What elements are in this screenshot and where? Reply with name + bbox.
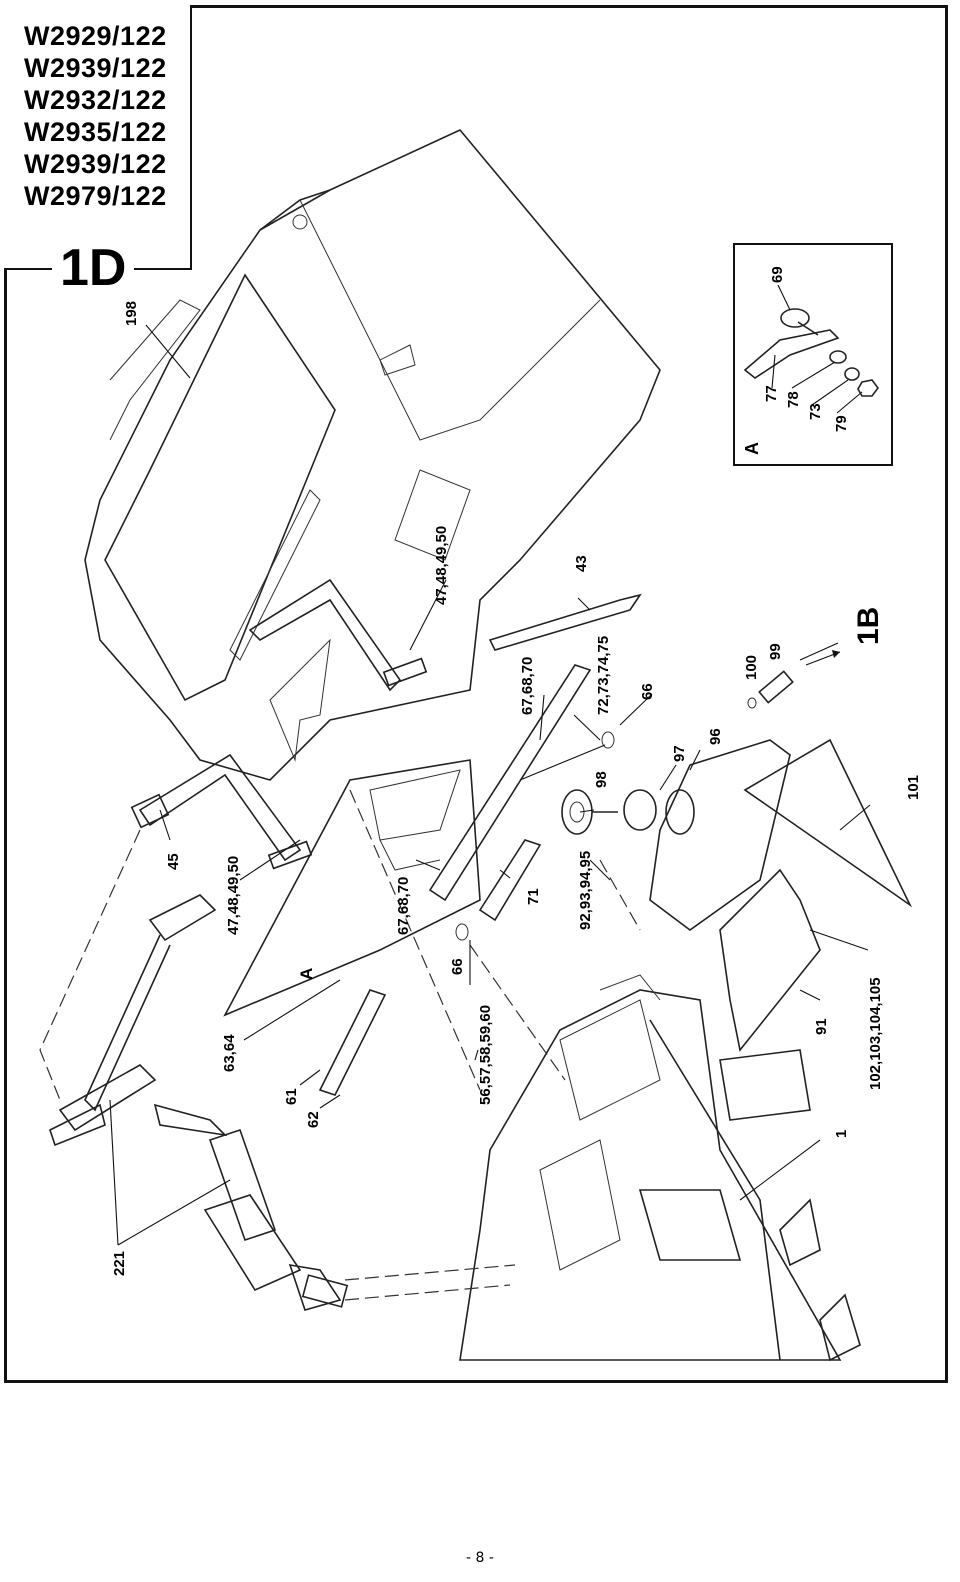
- callout-91: 91: [813, 1018, 830, 1035]
- callout-63-64: 63,64: [221, 1034, 238, 1072]
- callout-67-68-70-lower: 67,68,70: [395, 877, 412, 935]
- rail-drawing: [428, 593, 642, 922]
- cover-drawing: [719, 868, 821, 1052]
- diagram-frame: [4, 5, 948, 1383]
- callout-102-103-104-105: 102,103,104,105: [867, 977, 884, 1090]
- canopy-drawing: [84, 129, 661, 781]
- callout-221: 221: [111, 1251, 128, 1276]
- model-number: W2935/122: [24, 117, 167, 147]
- callout-61: 61: [283, 1088, 300, 1105]
- callout-45: 45: [165, 853, 182, 870]
- diagram-id: 1D: [52, 240, 135, 296]
- callout-1b: 1B: [852, 607, 885, 645]
- page-number: - 8 -: [466, 1550, 494, 1566]
- callout-47-48-49-50-lower: 47,48,49,50: [225, 856, 242, 935]
- callout-67-68-70-upper: 67,68,70: [519, 657, 536, 715]
- leader-lines: [109, 277, 871, 1246]
- callout-56-57-58-59-60: 56,57,58,59,60: [477, 1005, 494, 1105]
- bearing-assembly-drawing: [455, 670, 913, 941]
- model-number: W2939/122: [24, 149, 167, 179]
- callout-1: 1: [833, 1130, 850, 1138]
- callout-101: 101: [905, 775, 922, 800]
- callout-96: 96: [707, 728, 724, 745]
- callout-66-upper: 66: [639, 683, 656, 700]
- callout-100: 100: [743, 655, 760, 680]
- bracket-drawing: [130, 578, 428, 870]
- callout-99: 99: [767, 643, 784, 660]
- detail-a-inset: [733, 243, 893, 466]
- callout-47-48-49-50-top: 47,48,49,50: [433, 526, 450, 605]
- assembly-lines: [39, 789, 641, 1301]
- frame-drawing: [459, 974, 861, 1362]
- callout-198: 198: [123, 301, 140, 326]
- mounting-plate-drawing: [223, 759, 481, 1096]
- callout-66-lower: 66: [449, 958, 466, 975]
- model-number: W2929/122: [24, 21, 167, 51]
- model-number-box: W2929/122 W2939/122 W2932/122 W2935/122 …: [4, 5, 192, 270]
- model-number: W2979/122: [24, 181, 167, 211]
- callout-72-73-74-75: 72,73,74,75: [595, 636, 612, 715]
- callout-62: 62: [305, 1111, 322, 1128]
- callout-97: 97: [671, 745, 688, 762]
- callout-92-93-94-95: 92,93,94,95: [577, 851, 594, 930]
- callout-a-plate: A: [297, 968, 316, 980]
- callout-71: 71: [525, 888, 542, 905]
- callout-43: 43: [573, 555, 590, 572]
- model-number: W2932/122: [24, 85, 167, 115]
- exploded-parts-drawing: 198 47,48,49,50 43 1B 99 100 72,73,74,75…: [39, 129, 922, 1362]
- model-number: W2939/122: [24, 53, 167, 83]
- callout-98: 98: [593, 771, 610, 788]
- actuator-drawing: [49, 894, 349, 1311]
